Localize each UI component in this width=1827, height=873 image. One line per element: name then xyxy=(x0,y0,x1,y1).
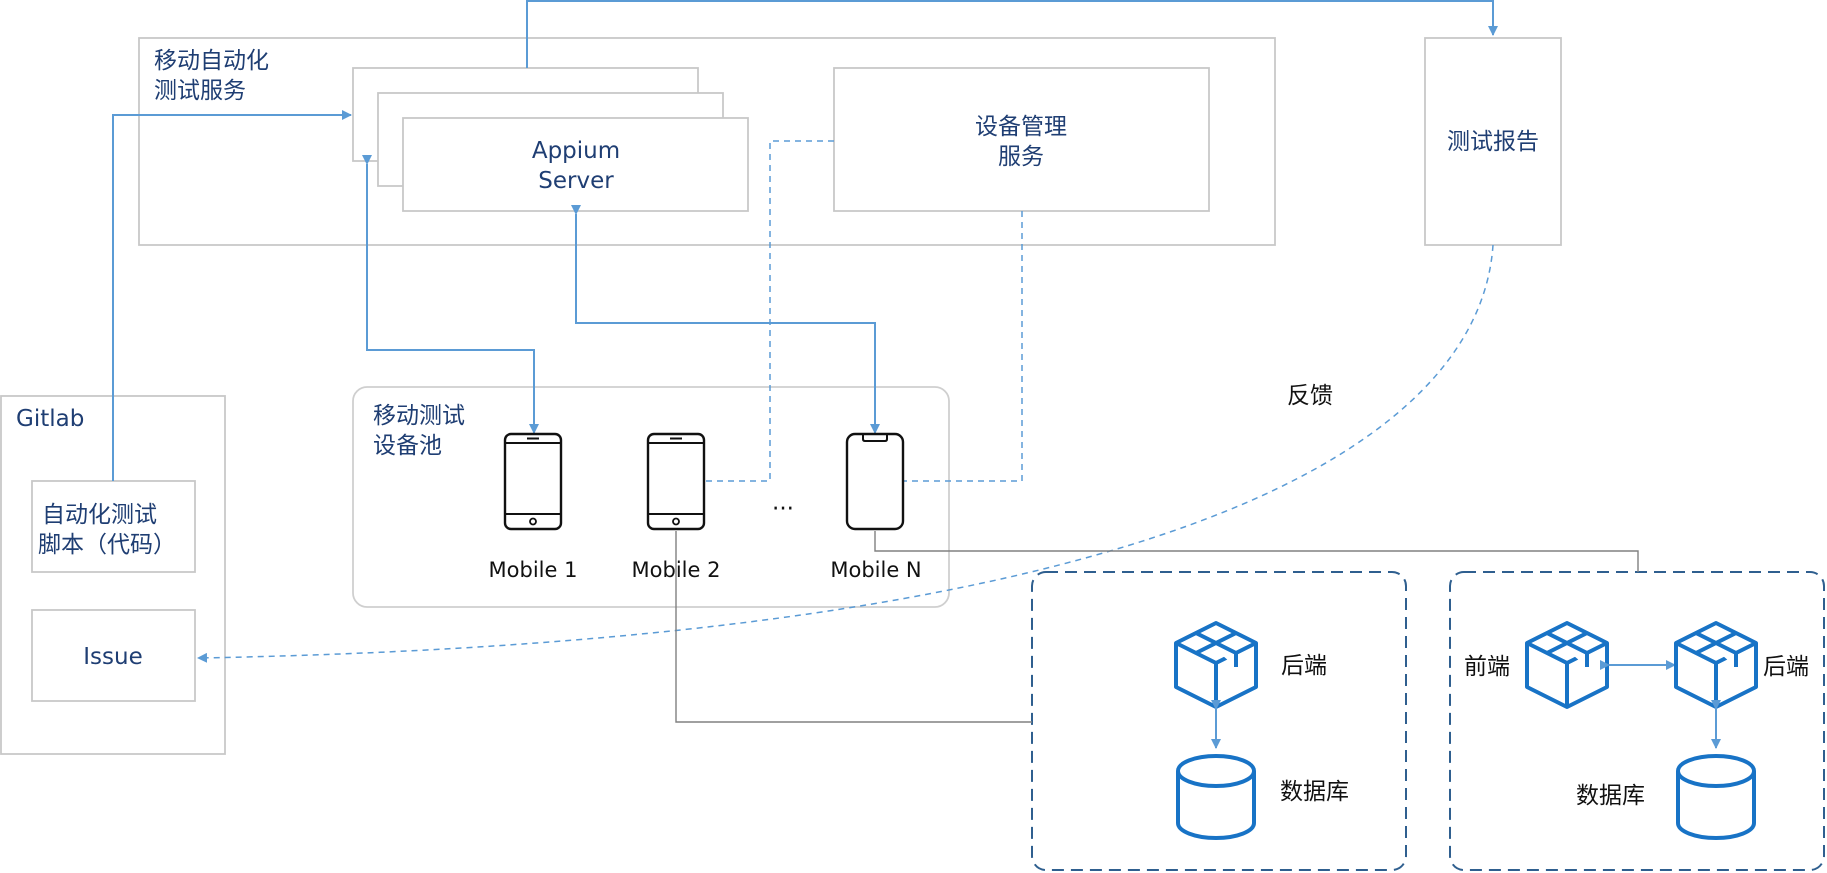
script-to-appium-arrow xyxy=(112,110,352,481)
device-pool-label-line1: 移动测试 xyxy=(373,403,465,429)
phone-icon xyxy=(845,432,905,531)
appium-mobile1-arrow xyxy=(362,155,539,434)
feedback-label: 反馈 xyxy=(1287,383,1333,409)
appium-server-stack: Appium Server xyxy=(352,67,749,212)
script-label-line2: 脚本（代码） xyxy=(38,532,176,558)
script-label-line1: 自动化测试 xyxy=(42,502,157,528)
fullstack-deployment-box xyxy=(1449,571,1825,871)
frontend-right-label: 前端 xyxy=(1464,654,1510,680)
issue-box xyxy=(31,609,196,702)
backend-left-label: 后端 xyxy=(1281,653,1327,679)
appium-to-report-arrow xyxy=(526,0,1498,68)
device-mgmt-label-line1: 设备管理 xyxy=(975,114,1067,140)
device-management-service-box: 设备管理 服务 xyxy=(833,67,1210,212)
package-box-icon xyxy=(1674,621,1758,709)
package-box-icon xyxy=(1525,621,1609,709)
mobile-service-label-line2: 测试服务 xyxy=(154,78,246,104)
mobile-n-label: Mobile N xyxy=(830,558,921,582)
appium-label-line1: Appium xyxy=(532,138,620,164)
mobile-1-label: Mobile 1 xyxy=(489,558,578,582)
mobileN-to-fullstack-line xyxy=(874,531,1639,572)
device-pool-label-line2: 设备池 xyxy=(373,433,442,459)
mobile-service-label-line1: 移动自动化 xyxy=(154,48,269,74)
phone-icon xyxy=(503,432,563,531)
device-mgmt-label-line2: 服务 xyxy=(998,144,1044,170)
devmgmt-mobile2-dashed xyxy=(706,140,834,482)
appium-mobileN-arrow xyxy=(571,205,880,434)
database-icon xyxy=(1176,754,1256,840)
database-left-label: 数据库 xyxy=(1280,779,1349,805)
database-icon xyxy=(1676,754,1756,840)
mobile2-to-backend-line xyxy=(675,531,1032,723)
issue-label: Issue xyxy=(83,644,142,670)
phone-icon xyxy=(646,432,706,531)
backend-right-label: 后端 xyxy=(1763,654,1809,680)
test-report-box: 测试报告 xyxy=(1424,37,1562,246)
database-right-label: 数据库 xyxy=(1576,783,1645,809)
devmgmt-mobileN-dashed xyxy=(903,211,1023,482)
mobile-2-label: Mobile 2 xyxy=(632,558,721,582)
package-box-icon xyxy=(1174,621,1258,709)
test-report-label: 测试报告 xyxy=(1447,129,1539,155)
gitlab-label: Gitlab xyxy=(16,406,84,432)
appium-server-box xyxy=(402,117,749,212)
feedback-dashed-curve xyxy=(197,244,1494,663)
appium-label-line2: Server xyxy=(538,168,614,194)
mobile-ellipsis: ··· xyxy=(772,496,794,522)
